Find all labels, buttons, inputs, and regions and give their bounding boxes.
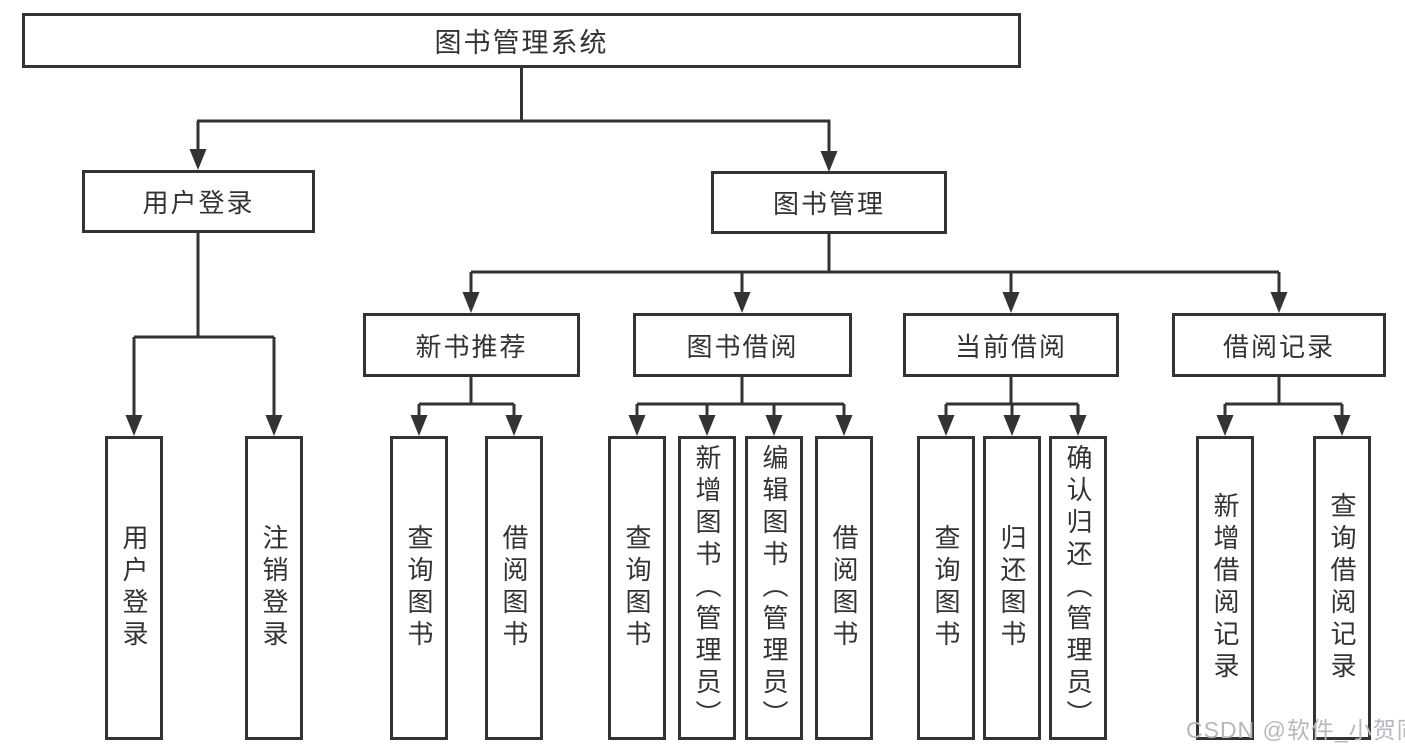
leaf-query-borrow-record: 查询借阅记录 [1313,436,1371,740]
leaf-confirm-return-admin-label: 确认归还（管理员） [1063,444,1093,732]
leaf-query-books-current: 查询图书 [917,436,975,740]
node-borrowing-records-label: 借阅记录 [1222,331,1335,362]
leaf-return-books: 归还图书 [983,436,1041,740]
leaf-add-borrow-record-label: 新增借阅记录 [1210,492,1240,684]
leaf-edit-book-admin-label: 编辑图书（管理员） [759,444,789,732]
leaf-add-book-admin-label: 新增图书（管理员） [692,444,722,732]
leaf-borrow-books-borrowing: 借阅图书 [815,436,873,740]
leaf-query-books-borrowing: 查询图书 [608,436,666,740]
node-new-book-recommend: 新书推荐 [363,313,580,377]
node-library-system-label: 图书管理系统 [434,28,609,58]
leaf-return-books-label: 归还图书 [997,524,1027,652]
node-book-management: 图书管理 [711,171,947,234]
leaf-edit-book-admin: 编辑图书（管理员） [745,436,803,740]
leaf-logout-label: 注销登录 [259,524,289,652]
leaf-query-books-recommend: 查询图书 [390,436,448,740]
leaf-query-books-recommend-label: 查询图书 [404,524,434,652]
leaf-user-login-label: 用户登录 [119,524,149,652]
node-current-borrowing-label: 当前借阅 [954,331,1067,362]
leaf-logout: 注销登录 [245,436,303,740]
leaf-borrow-books-recommend: 借阅图书 [485,436,543,740]
leaf-query-books-borrowing-label: 查询图书 [622,524,652,652]
leaf-add-book-admin: 新增图书（管理员） [678,436,736,740]
node-book-borrowing: 图书借阅 [633,313,852,377]
node-new-book-recommend-label: 新书推荐 [415,331,528,362]
node-user-login-label: 用户登录 [142,188,255,218]
leaf-borrow-books-recommend-label: 借阅图书 [499,524,529,652]
node-borrowing-records: 借阅记录 [1172,313,1386,377]
leaf-confirm-return-admin: 确认归还（管理员） [1049,436,1107,740]
node-current-borrowing: 当前借阅 [903,313,1119,377]
node-library-system: 图书管理系统 [22,13,1021,68]
leaf-borrow-books-borrowing-label: 借阅图书 [829,524,859,652]
node-user-login: 用户登录 [82,170,315,233]
node-book-management-label: 图书管理 [772,189,885,219]
leaf-user-login: 用户登录 [105,436,163,740]
leaf-query-borrow-record-label: 查询借阅记录 [1327,492,1357,684]
node-book-borrowing-label: 图书借阅 [686,331,799,362]
leaf-add-borrow-record: 新增借阅记录 [1196,436,1254,740]
leaf-query-books-current-label: 查询图书 [931,524,961,652]
